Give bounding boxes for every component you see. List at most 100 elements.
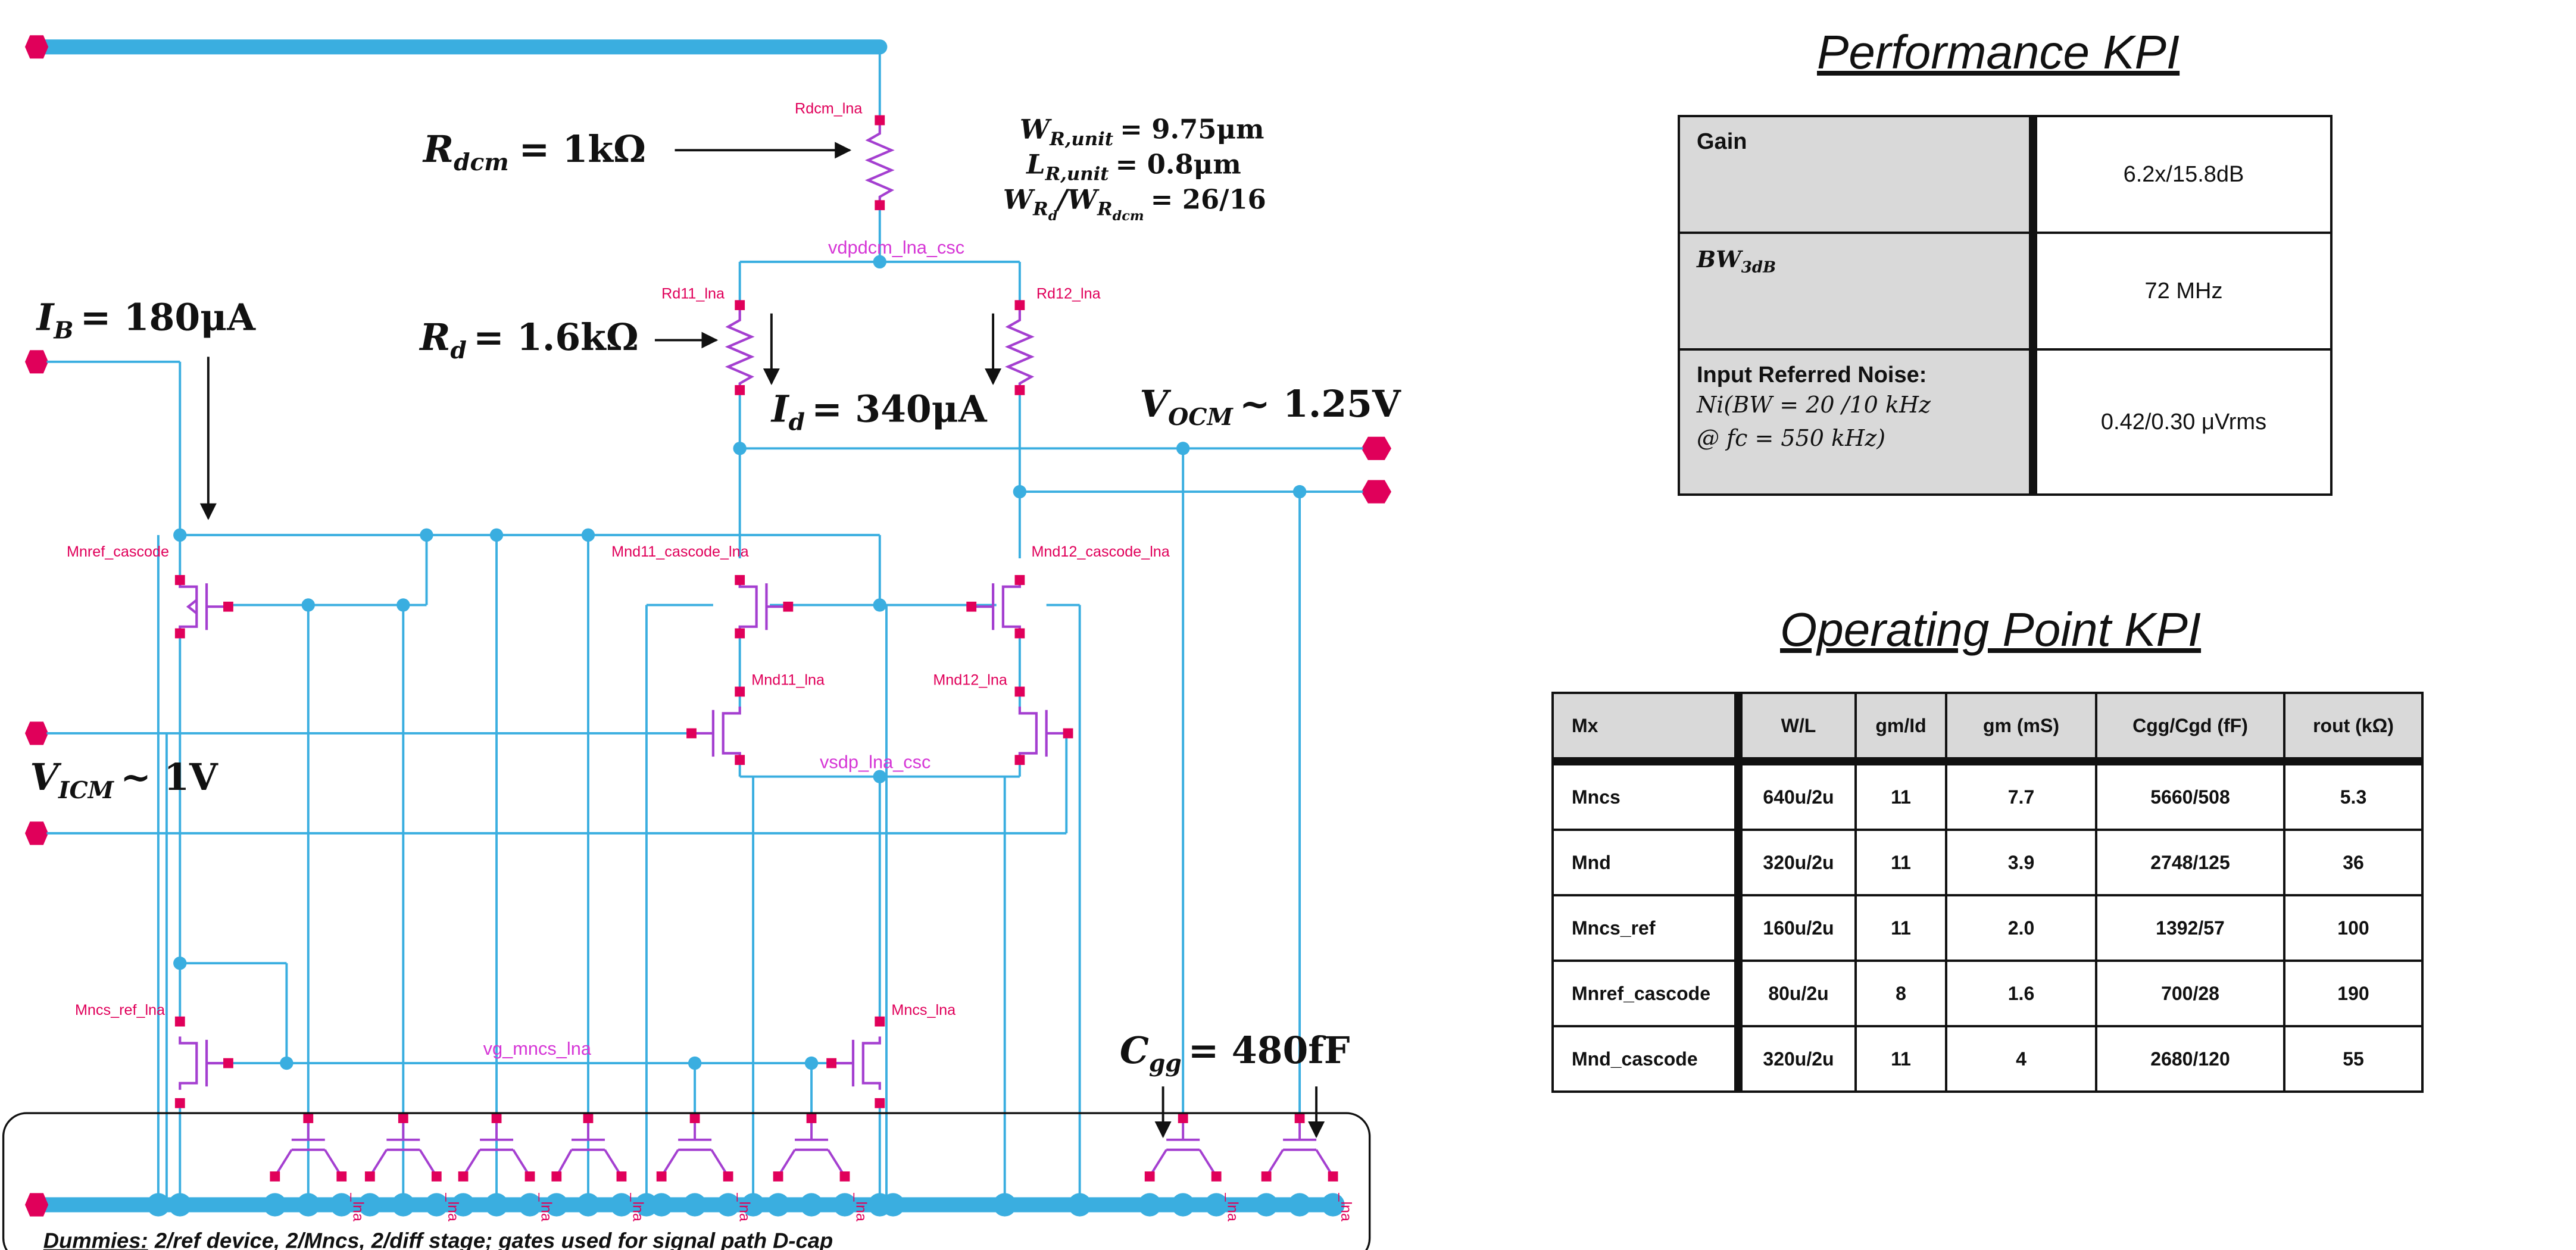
op-cell: 190 (2283, 960, 2424, 1027)
dummy-tag: _lna (349, 1192, 366, 1221)
eq-vicm: VICM~ 1V (30, 755, 218, 804)
resistor-rd11 (725, 310, 755, 390)
dummy-tag: _lna (853, 1192, 870, 1221)
op-cell: 36 (2283, 829, 2424, 896)
eq-wr-unit: WR,unit= 9.75μm (1020, 114, 1264, 150)
pin-ib[interactable] (24, 350, 49, 374)
op-header-row: Mx W/L gm/Id gm (mS) Cgg/Cgd (fF) rout (… (1551, 692, 2424, 765)
op-cell: 7.7 (1945, 760, 2097, 831)
op-cell: 3.9 (1945, 829, 2097, 896)
eq-cgg: Cgg= 480fF (1120, 1029, 1350, 1077)
operating-point-kpi-table: Mx W/L gm/Id gm (mS) Cgg/Cgd (fF) rout (… (1551, 692, 2424, 1093)
op-cell: 160u/2u (1737, 894, 1857, 962)
dummy-tag: _lna (445, 1192, 461, 1221)
net-vsdp: vsdp_lna_csc (820, 752, 931, 773)
dummy-tag: _lna (630, 1192, 647, 1221)
operating-point-kpi-title: Operating Point KPI (1780, 603, 2202, 656)
eq-lr-unit: LR,unit= 0.8μm (1025, 149, 1241, 185)
label-mnd11: Mnd11_lna (751, 672, 825, 689)
pin-vdd[interactable] (24, 35, 49, 59)
op-cell: 5.3 (2283, 760, 2424, 831)
op-cell: 1.6 (1945, 960, 2097, 1027)
op-cell: Mnd_cascode (1551, 1025, 1743, 1093)
kpi-label-text: Input Referred Noise: (1697, 362, 1927, 388)
op-cell: Mncs (1551, 760, 1743, 831)
op-cell: Mnd (1551, 829, 1743, 896)
op-header-cell: rout (kΩ) (2283, 692, 2424, 765)
op-cell: 2748/125 (2095, 829, 2285, 896)
kpi-label: Input Referred Noise: Ni(BW = 20 /10 kHz… (1678, 348, 2037, 496)
op-cell: Mnref_cascode (1551, 960, 1743, 1027)
net-vdpdcm: vdpdcm_lna_csc (828, 237, 964, 258)
eq-ib: IB= 180μA (36, 296, 257, 345)
kpi-row: Gain 6.2x/15.8dB (1678, 115, 2333, 234)
op-cell: 320u/2u (1737, 1025, 1857, 1093)
kpi-value: 6.2x/15.8dB (2032, 115, 2333, 234)
kpi-label-sub: 3dB (1741, 258, 1776, 277)
kpi-value: 0.42/0.30 μVrms (2032, 348, 2333, 496)
equations: Rdcm= 1kΩ Rd= 1.6kΩ IB= 180μA Id= 340μA … (30, 114, 1401, 1077)
pin-vinp[interactable] (24, 721, 49, 745)
op-header-cell: Mx (1551, 692, 1743, 765)
eq-id: Id= 340μA (770, 388, 988, 436)
dummy-tag: _lna (736, 1192, 753, 1221)
pins (24, 35, 1392, 1217)
op-cell: 11 (1854, 894, 1947, 962)
op-cell: 8 (1854, 960, 1947, 1027)
dummy-tag: _lna (1338, 1192, 1354, 1221)
op-header-cell: gm/Id (1854, 692, 1947, 765)
dummy-transistors (274, 1120, 1334, 1177)
eq-width-ratio: WRd/WRdcm= 26/16 (1003, 183, 1266, 224)
terminal-markers (174, 115, 1338, 1182)
resistor-rd12 (1004, 310, 1035, 390)
op-header-cell: gm (mS) (1945, 692, 2097, 765)
dummy-tags: _lna _lna _lna _lna _lna _lna _lna _lna (349, 1192, 1354, 1221)
pin-gnd[interactable] (24, 1193, 49, 1217)
performance-kpi-title: Performance KPI (1817, 26, 2180, 79)
pin-voutn[interactable] (1361, 480, 1392, 504)
pin-voutp[interactable] (1361, 436, 1392, 460)
kpi-noise-formula: Ni(BW = 20 /10 kHz (1697, 392, 1931, 418)
kpi-label-main: BW (1697, 246, 1741, 273)
bus-junctions (146, 1193, 1345, 1217)
op-cell: 2.0 (1945, 894, 2097, 962)
eq-rd: Rd= 1.6kΩ (419, 315, 638, 364)
table-row: Mnd_cascode 320u/2u 11 4 2680/120 55 (1551, 1025, 2424, 1093)
label-mnd12-cascode: Mnd12_cascode_lna (1031, 543, 1169, 560)
op-cell: 11 (1854, 1025, 1947, 1093)
dummy-tag: _lna (1225, 1192, 1241, 1221)
dummy-tag: _lna (538, 1192, 555, 1221)
op-header-cell: Cgg/Cgd (fF) (2095, 692, 2285, 765)
op-cell: 55 (2283, 1025, 2424, 1093)
dummies-text: 2/ref device, 2/Mncs, 2/diff stage; gate… (154, 1229, 833, 1250)
op-cell: 11 (1854, 760, 1947, 831)
op-header-cell: W/L (1737, 692, 1857, 765)
op-cell: 1392/57 (2095, 894, 2285, 962)
label-rd12: Rd12_lna (1036, 285, 1101, 302)
label-rd11: Rd11_lna (661, 285, 725, 302)
table-row: Mnref_cascode 80u/2u 8 1.6 700/28 190 (1551, 960, 2424, 1027)
table-row: Mncs 640u/2u 11 7.7 5660/508 5.3 (1551, 760, 2424, 831)
op-cell: 2680/120 (2095, 1025, 2285, 1093)
op-cell: 700/28 (2095, 960, 2285, 1027)
kpi-label: Gain (1678, 115, 2037, 234)
eq-vocm: VOCM~ 1.25V (1139, 382, 1401, 431)
op-cell: 5660/508 (2095, 760, 2285, 831)
eq-rdcm: Rdcm= 1kΩ (422, 127, 646, 176)
op-cell: 11 (1854, 829, 1947, 896)
op-cell: 4 (1945, 1025, 2097, 1093)
kpi-noise-condition: @ fc = 550 kHz) (1697, 425, 1886, 451)
label-mnd11-cascode: Mnd11_cascode_lna (611, 543, 748, 560)
op-cell: 100 (2283, 894, 2424, 962)
dummies-box (2, 1112, 1371, 1250)
kpi-row: BW3dB 72 MHz (1678, 232, 2333, 351)
label-mncs-ref: Mncs_ref_lna (75, 1002, 165, 1018)
op-cell: 80u/2u (1737, 960, 1857, 1027)
resistor-rdcm (864, 123, 895, 204)
pin-vinn[interactable] (24, 821, 49, 845)
kpi-value: 72 MHz (2032, 232, 2333, 351)
kpi-row: Input Referred Noise: Ni(BW = 20 /10 kHz… (1678, 348, 2333, 496)
mosfet-mnref-cascode (179, 580, 233, 633)
label-mncs: Mncs_lna (891, 1002, 956, 1018)
